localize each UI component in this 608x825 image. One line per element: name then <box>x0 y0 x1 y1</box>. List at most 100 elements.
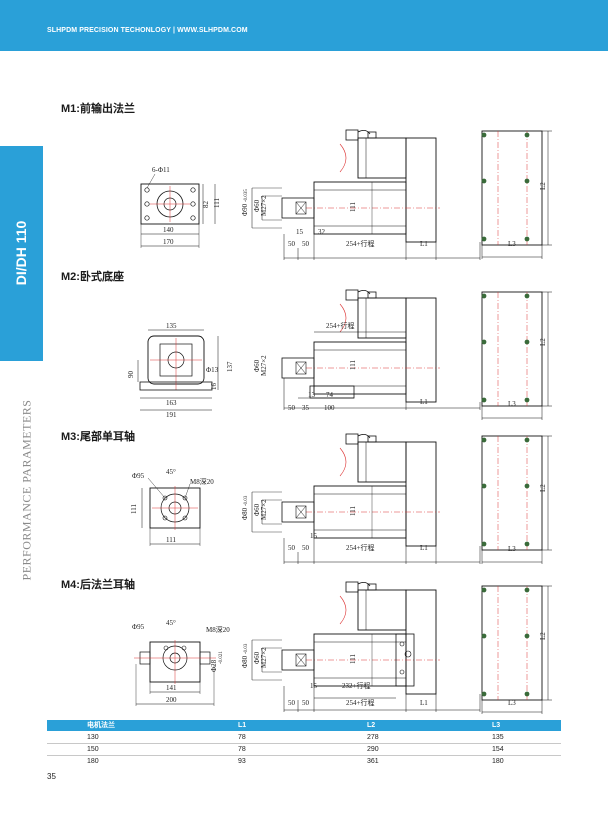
m4-phi28: Φ28 <box>210 659 218 672</box>
m2-side-view <box>281 289 481 410</box>
m3-l2: L2 <box>539 484 547 492</box>
table-cell: 78 <box>238 734 246 741</box>
m2-d90: 90 <box>127 371 135 379</box>
m2-d13: 13 <box>308 391 316 399</box>
m1-d50a: 50 <box>288 240 296 248</box>
m4-m111: 111 <box>349 654 357 664</box>
m2-d100: 100 <box>324 404 335 412</box>
m3-d111h: 111 <box>166 536 176 544</box>
table-cell: 361 <box>367 758 379 765</box>
section-title-m1: M1:前输出法兰 <box>61 103 135 115</box>
m2-d191: 191 <box>166 411 177 419</box>
m2-m111: 111 <box>349 360 357 370</box>
m2-end-view <box>481 291 553 421</box>
m1-l3: L3 <box>508 240 516 248</box>
m3-stroke: 254+行程 <box>346 543 374 552</box>
table-cell: 78 <box>238 746 246 753</box>
m2-d163: 163 <box>166 399 177 407</box>
header-text: SLHPDM PRECISION TECHONLOGY | WWW.SLHPDM… <box>47 27 248 34</box>
m1-m111: 111 <box>349 202 357 212</box>
m4-m27: M27×2 <box>260 647 268 668</box>
m3-end-view <box>481 435 553 565</box>
m1-phi60: Φ60 <box>253 199 261 212</box>
m3-d111v: 111 <box>130 504 138 514</box>
m4-d15: 15 <box>310 682 318 690</box>
m3-m8: M8深20 <box>190 477 214 486</box>
m1-holes-label: 6-Φ11 <box>152 166 170 174</box>
m4-phi95: Φ95 <box>132 623 145 631</box>
m1-stroke: 254+行程 <box>346 239 374 248</box>
m4-phi60: Φ60 <box>253 651 261 664</box>
m4-d141: 141 <box>166 684 177 692</box>
m3-d15: 15 <box>310 532 318 540</box>
m2-phi60: Φ60 <box>253 359 261 372</box>
m4-phi80: Φ80 <box>241 655 249 668</box>
m1-d15: 15 <box>296 228 304 236</box>
m1-end-view <box>481 130 553 260</box>
m1-d82: 82 <box>202 201 210 209</box>
m3-phi95: Φ95 <box>132 472 145 480</box>
table-row: 180 93 361 180 <box>47 756 561 767</box>
m4-d50a: 50 <box>288 699 296 707</box>
table-cell: 135 <box>492 734 504 741</box>
section-title-m2: M2:卧式底座 <box>61 271 124 283</box>
m4-side-view <box>245 581 481 713</box>
m4-phi28-tol: -0.021 <box>219 651 224 664</box>
table-header-l2: L2 <box>367 722 376 729</box>
m2-l2: L2 <box>539 338 547 346</box>
m1-l1: L1 <box>420 240 428 248</box>
m2-d137: 137 <box>226 361 234 372</box>
m1-d140: 140 <box>163 226 174 234</box>
m2-l1: L1 <box>420 398 428 406</box>
table-header-flange: 电机法兰 <box>87 722 115 729</box>
m1-l2: L2 <box>539 182 547 190</box>
m2-d35: 35 <box>302 404 310 412</box>
section-title-m4: M4:后法兰耳轴 <box>61 579 135 591</box>
m1-d170: 170 <box>163 238 174 246</box>
m4-d50b: 50 <box>302 699 310 707</box>
m2-l3: L3 <box>508 400 516 408</box>
m4-phi80-tol: -0.03 <box>244 643 249 654</box>
table-cell: 180 <box>492 758 504 765</box>
m4-m8: M8深20 <box>206 625 230 634</box>
m4-l2: L2 <box>539 632 547 640</box>
m2-front-view <box>137 329 219 411</box>
m4-a45: 45° <box>166 619 176 627</box>
m4-stroke254: 254+行程 <box>346 698 374 707</box>
page-number: 35 <box>47 772 56 781</box>
m1-phi90: Φ90 <box>241 203 249 216</box>
m3-phi80-tol: -0.03 <box>244 495 249 506</box>
table-cell: 93 <box>238 758 246 765</box>
table-header-l3: L3 <box>492 722 501 729</box>
m1-d32: 32 <box>318 228 326 236</box>
m4-stroke232: 232+行程 <box>342 681 370 690</box>
m4-l1: L1 <box>420 699 428 707</box>
m4-l3: L3 <box>508 699 516 707</box>
m4-front-view <box>134 640 216 706</box>
m3-d50b: 50 <box>302 544 310 552</box>
table-row: 150 78 290 154 <box>47 744 561 756</box>
table-header-l1: L1 <box>238 722 247 729</box>
m3-l3: L3 <box>508 545 516 553</box>
m3-phi80: Φ80 <box>241 507 249 520</box>
m1-front-view <box>140 173 216 248</box>
m3-m27: M27×2 <box>260 499 268 520</box>
table-cell: 180 <box>87 758 99 765</box>
side-tab <box>0 146 43 361</box>
m3-front-view <box>141 477 201 546</box>
m2-phi13: Φ13 <box>206 366 219 374</box>
table-cell: 130 <box>87 734 99 741</box>
m3-m111: 111 <box>349 506 357 516</box>
m4-d200: 200 <box>166 696 177 704</box>
table-header-row: 电机法兰 L1 L2 L3 <box>47 720 561 731</box>
m2-m27: M27×2 <box>260 355 268 376</box>
section-title-m3: M3:尾部单耳轴 <box>61 431 135 443</box>
m1-phi90-tol: -0.035 <box>244 189 249 202</box>
m2-d74: 74 <box>326 391 334 399</box>
m2-d50: 50 <box>288 404 296 412</box>
table-cell: 290 <box>367 746 379 753</box>
table-cell: 150 <box>87 746 99 753</box>
m1-d111: 111 <box>213 198 221 208</box>
m1-d50b: 50 <box>302 240 310 248</box>
